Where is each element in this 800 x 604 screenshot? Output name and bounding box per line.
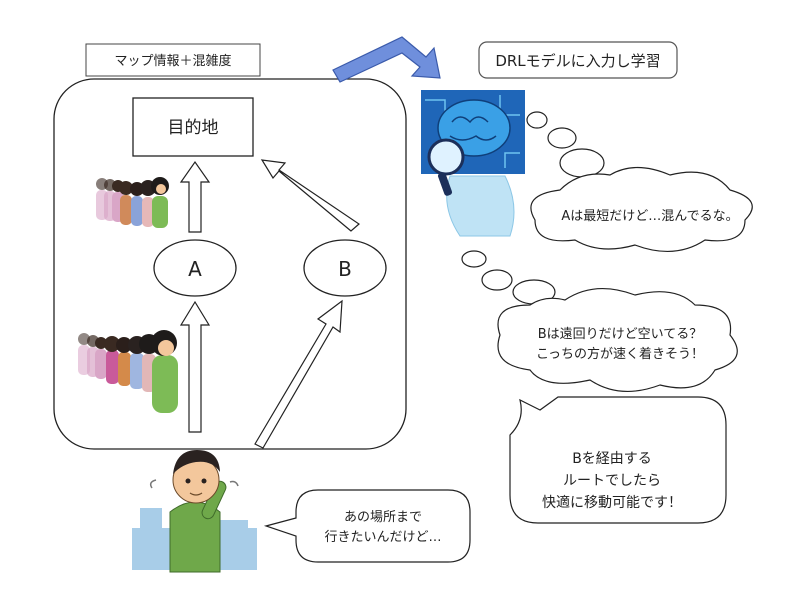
thought-bubble-a: Aは最短だけど…混んでるな。 — [526, 111, 753, 253]
thought-b-line2: こっちの方が速く着きそう！ — [536, 346, 704, 362]
thought-a-text: Aは最短だけど…混んでるな。 — [561, 209, 738, 224]
user-speech-bubble: あの場所まで 行きたいんだけど… — [263, 489, 471, 563]
arrow-start-to-b — [254, 299, 343, 449]
thought-b-line1: Bは遠回りだけど空いてる？ — [538, 327, 703, 342]
node-b: B — [303, 239, 387, 297]
drl-label-box: DRLモデルに入力し学習 — [478, 41, 678, 79]
node-b-label: B — [338, 257, 352, 281]
destination-label: 目的地 — [168, 118, 219, 138]
crowd-icon-upper — [96, 177, 169, 228]
ai-brain-icon — [421, 90, 525, 237]
user-speech-line2: 行きたいんだけど… — [324, 530, 441, 545]
node-a: A — [153, 239, 237, 297]
node-a-label: A — [188, 257, 202, 281]
arrow-start-to-a — [179, 300, 211, 433]
answer-line1: Bを経由する — [572, 451, 652, 467]
user-icon — [132, 450, 257, 573]
crowd-icon-lower — [78, 330, 178, 413]
user-speech-line1: あの場所まで — [344, 510, 422, 525]
answer-line3: 快適に移動可能です！ — [542, 494, 682, 511]
answer-line2: ルートでしたら — [563, 473, 661, 489]
answer-bubble: Bを経由する ルートでしたら 快適に移動可能です！ — [509, 396, 727, 524]
header-label: マップ情報＋混雑度 — [114, 53, 231, 69]
destination-box: 目的地 — [132, 97, 254, 157]
arrow-a-to-destination — [179, 160, 211, 233]
thought-bubble-b: Bは遠回りだけど空いてる？ こっちの方が速く着きそう！ — [461, 250, 738, 393]
header-label-box: マップ情報＋混雑度 — [85, 43, 261, 77]
arrow-b-to-destination — [260, 159, 360, 232]
drl-arrow — [332, 36, 441, 83]
drl-label: DRLモデルに入力し学習 — [495, 52, 660, 70]
